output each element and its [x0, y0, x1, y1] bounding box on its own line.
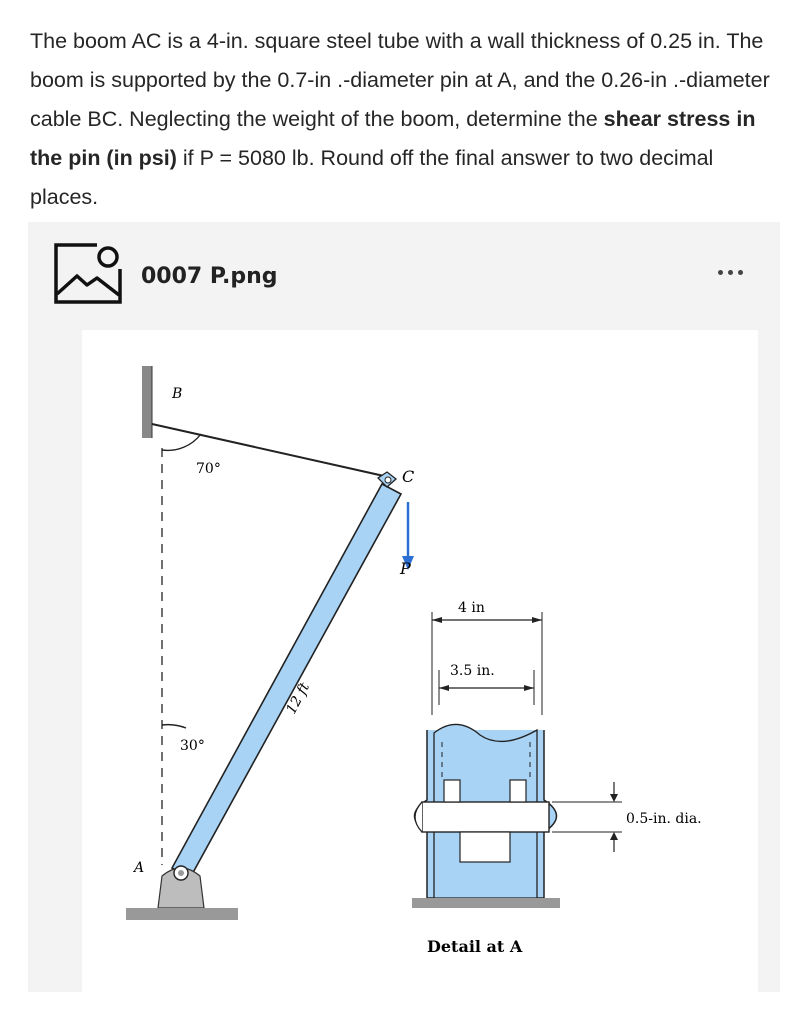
label-c: C — [402, 467, 414, 486]
more-options-icon[interactable] — [714, 258, 754, 284]
boom-ac — [170, 482, 403, 880]
attachment-header: 0007 P.png — [28, 222, 780, 317]
label-angle-bottom: 30° — [180, 738, 205, 754]
attachment-file-name[interactable]: 0007 P.png — [141, 264, 278, 289]
label-dim-outer: 4 in — [458, 600, 485, 616]
image-file-icon — [54, 243, 122, 304]
boom-diagram: B 70° C P 30° 12 ft A 4 in — [126, 366, 702, 956]
detail-at-a: 4 in 3.5 in. — [412, 600, 702, 956]
label-b: B — [171, 386, 182, 402]
cable-bc — [151, 423, 385, 477]
label-p: P — [399, 559, 411, 578]
ground-a — [126, 908, 238, 920]
question-text: The boom AC is a 4-in. square steel tube… — [30, 22, 780, 217]
question-part-2: if P = 5080 lb. Round off the final answ… — [30, 146, 714, 209]
question-bold: shear stress in the pin (in psi) — [30, 107, 756, 170]
label-a: A — [132, 860, 144, 876]
label-angle-top: 70° — [196, 461, 221, 477]
question-part-1: The boom AC is a 4-in. square steel tube… — [30, 29, 770, 131]
attachment-card[interactable]: 0007 P.png — [28, 222, 780, 992]
label-pin-dia: 0.5-in. dia. — [626, 811, 702, 827]
label-dim-inner: 3.5 in. — [450, 663, 495, 679]
attachment-image: B 70° C P 30° 12 ft A 4 in — [82, 330, 758, 992]
label-detail-caption: Detail at A — [427, 937, 523, 956]
wall-support — [142, 366, 152, 438]
